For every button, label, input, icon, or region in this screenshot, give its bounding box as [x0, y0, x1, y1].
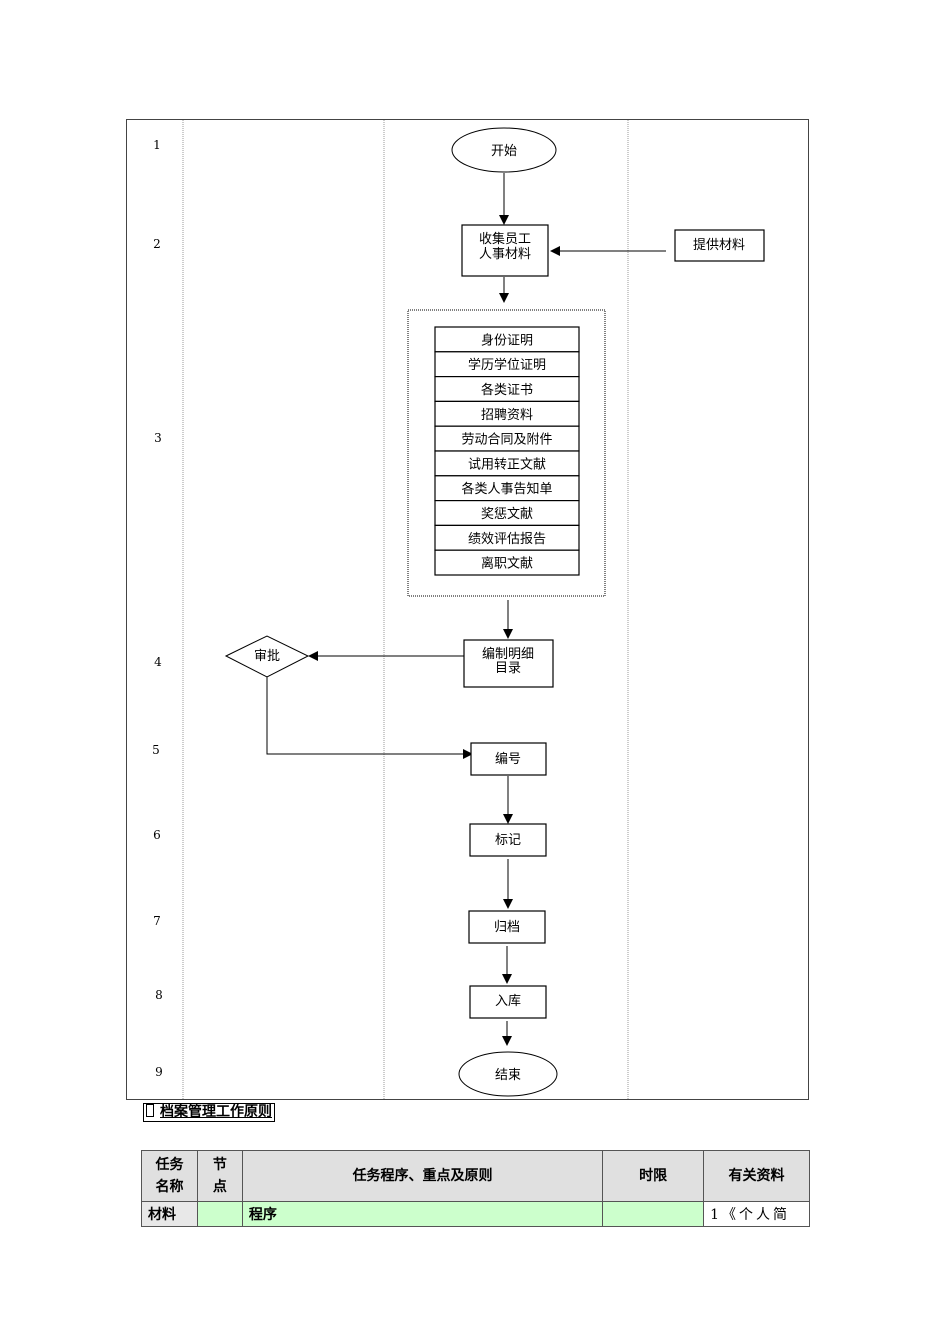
section-title: 档案管理工作原则 — [143, 1103, 275, 1122]
row-number: 9 — [155, 1065, 163, 1079]
row-number: 3 — [154, 431, 162, 445]
material-item: 绩效评估报告 — [434, 524, 580, 551]
cell-procedure: 程序 — [241, 1201, 604, 1227]
mark-node: 标记 — [469, 823, 547, 857]
material-label: 离职文献 — [481, 556, 533, 572]
header-procedure: 任务程序、重点及原则 — [241, 1150, 604, 1202]
material-label: 招聘资料 — [481, 408, 533, 423]
row-number: 8 — [155, 988, 163, 1002]
material-item: 奖惩文献 — [434, 500, 580, 527]
collect-label-line2: 人事材料 — [479, 247, 531, 262]
materials-list: 身份证明学历学位证明各类证书招聘资料劳动合同及附件试用转正文献各类人事告知单奖惩… — [434, 326, 580, 576]
header-task-name: 任务名称 — [141, 1150, 198, 1202]
row-number: 7 — [153, 914, 161, 928]
material-label: 学历学位证明 — [468, 357, 546, 373]
material-label: 劳动合同及附件 — [461, 432, 552, 448]
table-row: 材料 程序 1《个人简 — [141, 1201, 810, 1227]
material-box — [434, 549, 580, 576]
material-box — [434, 425, 580, 452]
arrow — [266, 677, 473, 759]
flowchart: 1 2 3 4 5 6 7 8 9 开始 收集员工 人事材料 提供材料 身份证明… — [126, 119, 809, 1100]
approve-decision: 审批 — [224, 635, 310, 678]
archive-node: 归档 — [468, 910, 546, 944]
archive-label: 归档 — [494, 920, 520, 935]
material-box — [434, 400, 580, 427]
principles-table: 任务名称 节点 任务程序、重点及原则 时限 有关资料 材料 程序 1《个人简 — [141, 1150, 810, 1227]
start-node: 开始 — [451, 127, 557, 173]
approve-label: 审批 — [254, 649, 280, 664]
row-number: 1 — [153, 138, 161, 152]
material-item: 身份证明 — [434, 326, 580, 353]
material-box — [434, 376, 580, 403]
material-box — [434, 475, 580, 502]
catalog-node: 编制明细 目录 — [463, 639, 554, 688]
material-box — [434, 351, 580, 378]
material-label: 各类人事告知单 — [461, 481, 552, 497]
store-node: 入库 — [469, 985, 547, 1019]
material-item: 各类人事告知单 — [434, 475, 580, 502]
catalog-label-line1: 编制明细 — [482, 647, 534, 662]
number-node: 编号 — [470, 742, 547, 776]
section-title-text: 档案管理工作原则 — [160, 1104, 272, 1120]
material-item: 学历学位证明 — [434, 351, 580, 378]
material-item: 离职文献 — [434, 549, 580, 576]
cell-node — [196, 1201, 243, 1227]
material-box — [434, 500, 580, 527]
material-item: 劳动合同及附件 — [434, 425, 580, 452]
collect-label-line1: 收集员工 — [479, 231, 531, 247]
provide-materials-node: 提供材料 — [674, 229, 765, 262]
mark-label: 标记 — [495, 833, 521, 848]
material-label: 奖惩文献 — [481, 507, 533, 522]
bullet-icon — [146, 1104, 154, 1117]
material-box — [434, 524, 580, 551]
provide-label: 提供材料 — [693, 237, 745, 253]
collect-materials-node: 收集员工 人事材料 — [461, 224, 549, 277]
number-label: 编号 — [495, 752, 521, 767]
material-label: 身份证明 — [481, 332, 533, 348]
store-label: 入库 — [495, 993, 521, 1009]
cell-materials: 1《个人简 — [703, 1201, 810, 1227]
material-item: 各类证书 — [434, 376, 580, 403]
material-label: 试用转正文献 — [468, 457, 546, 472]
flowchart-frame — [126, 119, 809, 1100]
material-label: 各类证书 — [481, 382, 533, 398]
end-node: 结束 — [458, 1051, 558, 1097]
header-time-limit: 时限 — [602, 1150, 705, 1202]
cell-task: 材料 — [141, 1201, 198, 1227]
row-number: 2 — [153, 237, 161, 251]
cell-time-limit — [602, 1201, 705, 1227]
material-item: 试用转正文献 — [434, 450, 580, 477]
row-number: 6 — [153, 828, 161, 842]
material-item: 招聘资料 — [434, 400, 580, 427]
header-materials: 有关资料 — [703, 1150, 810, 1202]
end-label: 结束 — [495, 1068, 521, 1083]
table-header-row: 任务名称 节点 任务程序、重点及原则 时限 有关资料 — [141, 1150, 810, 1202]
row-number: 5 — [152, 743, 160, 757]
start-label: 开始 — [491, 144, 517, 159]
row-number: 4 — [154, 655, 162, 669]
catalog-label-line2: 目录 — [495, 661, 521, 676]
material-label: 绩效评估报告 — [468, 532, 546, 547]
header-node: 节点 — [196, 1150, 243, 1202]
